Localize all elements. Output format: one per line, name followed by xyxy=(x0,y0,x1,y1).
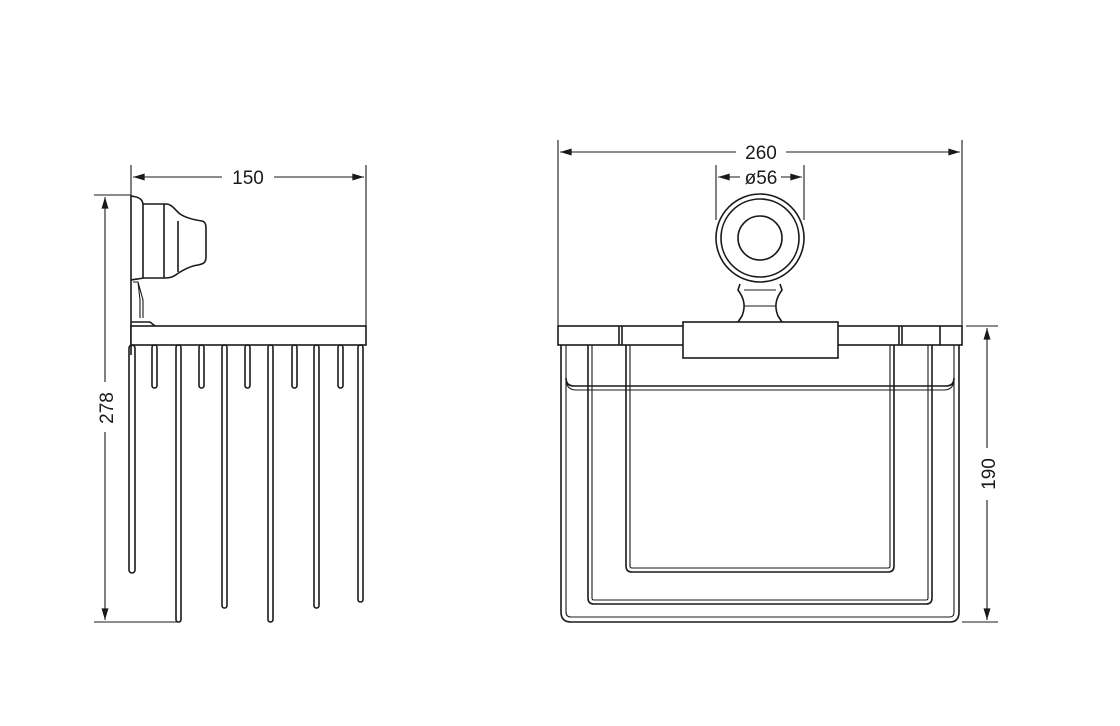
basket-frame xyxy=(560,345,960,623)
height-dimension-278: 278 xyxy=(94,194,178,623)
width-dimension-150: 150 xyxy=(130,165,367,326)
side-view: 150 278 xyxy=(94,165,367,623)
dimension-label-150: 150 xyxy=(232,168,264,189)
dimension-label-278: 278 xyxy=(97,392,118,424)
front-view: 260 ø56 190 xyxy=(557,140,1000,623)
diameter-dimension-56: ø56 xyxy=(715,165,805,220)
side-rods xyxy=(128,344,364,623)
shelf-front xyxy=(557,321,963,359)
dimension-label-260: 260 xyxy=(745,143,777,164)
dimension-label-190: 190 xyxy=(979,458,1000,490)
width-dimension-260: 260 xyxy=(557,140,963,326)
dimension-label-diameter-56: ø56 xyxy=(745,168,778,189)
shelf-side xyxy=(130,325,367,346)
mount-block xyxy=(682,321,839,359)
wall-mount-front xyxy=(715,193,805,323)
height-dimension-190: 190 xyxy=(962,325,1000,623)
